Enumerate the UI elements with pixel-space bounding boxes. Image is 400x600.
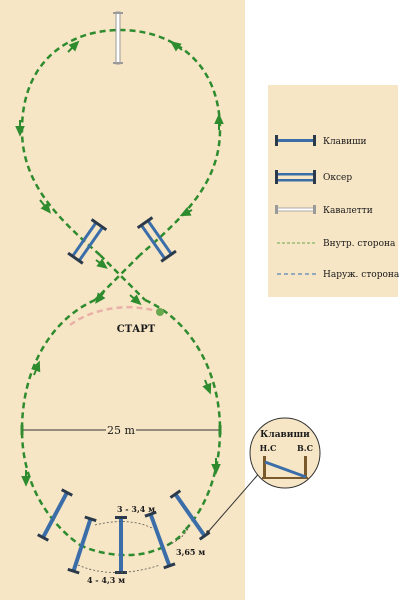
arrow-9 — [129, 294, 142, 306]
inset-leader-dot — [206, 530, 210, 534]
pole-3 — [115, 516, 127, 574]
legend-label-outer: Наруж. сторона — [323, 270, 400, 280]
pole-4 — [144, 510, 176, 570]
oxer-right — [136, 216, 177, 263]
start-marker — [156, 308, 164, 316]
arrow-6 — [179, 207, 193, 217]
arrow-2 — [67, 40, 80, 53]
inset-circle — [249, 417, 321, 489]
diameter-line — [20, 423, 222, 437]
arrow-3 — [170, 41, 183, 52]
lower-loop-bottom — [79, 529, 187, 557]
inset-left-label: Н.С — [260, 443, 277, 453]
legend-item-oxer: Оксер — [275, 170, 352, 184]
inset-title: Клавиши — [260, 430, 310, 440]
pole-1 — [37, 488, 73, 542]
pole-fan — [37, 488, 211, 575]
legend-label-inner: Внутр. сторона — [323, 239, 396, 249]
start-label: СТАРТ — [117, 324, 156, 335]
spacing-outer-label: 4 - 4,3 м — [87, 575, 125, 585]
inset-leader-line — [207, 469, 263, 533]
pole-2 — [67, 515, 97, 575]
spacing-inner-label: 3 - 3,4 м — [117, 504, 155, 514]
legend-label-cavaletti: Кавалетти — [323, 206, 373, 216]
legend-item-poles: Клавиши — [275, 135, 366, 147]
arrow-7 — [95, 258, 108, 269]
legend-label-poles: Клавиши — [323, 137, 366, 147]
legend-label-oxer: Оксер — [323, 173, 352, 183]
legend-item-outer: Наруж. сторона — [277, 270, 400, 280]
legend-item-inner: Внутр. сторона — [277, 239, 396, 249]
inset-ground — [262, 477, 308, 479]
diameter-label: 25 m — [107, 424, 135, 437]
inner-spacing-curve — [94, 521, 153, 529]
arrow-5 — [39, 199, 51, 214]
arrow-11 — [202, 379, 212, 395]
direction-arrows — [15, 40, 224, 487]
inset-post-right — [304, 456, 307, 478]
lower-loop-path — [20, 298, 96, 547]
legend-box — [268, 85, 398, 297]
cavaletti-top — [113, 11, 123, 65]
spacing-diag-label: 3,65 м — [176, 547, 205, 557]
inset-right-label: В.С — [297, 443, 313, 453]
inset-pole — [264, 460, 307, 479]
arrow-8 — [95, 291, 106, 304]
inset-diagram: Клавиши Н.С В.С — [249, 417, 321, 489]
lower-loop-path-right — [144, 298, 222, 531]
oxer-left — [67, 218, 108, 265]
arrow-10 — [31, 360, 41, 376]
legend-item-cavaletti: Кавалетти — [275, 205, 373, 216]
inset-post-left — [263, 456, 266, 478]
